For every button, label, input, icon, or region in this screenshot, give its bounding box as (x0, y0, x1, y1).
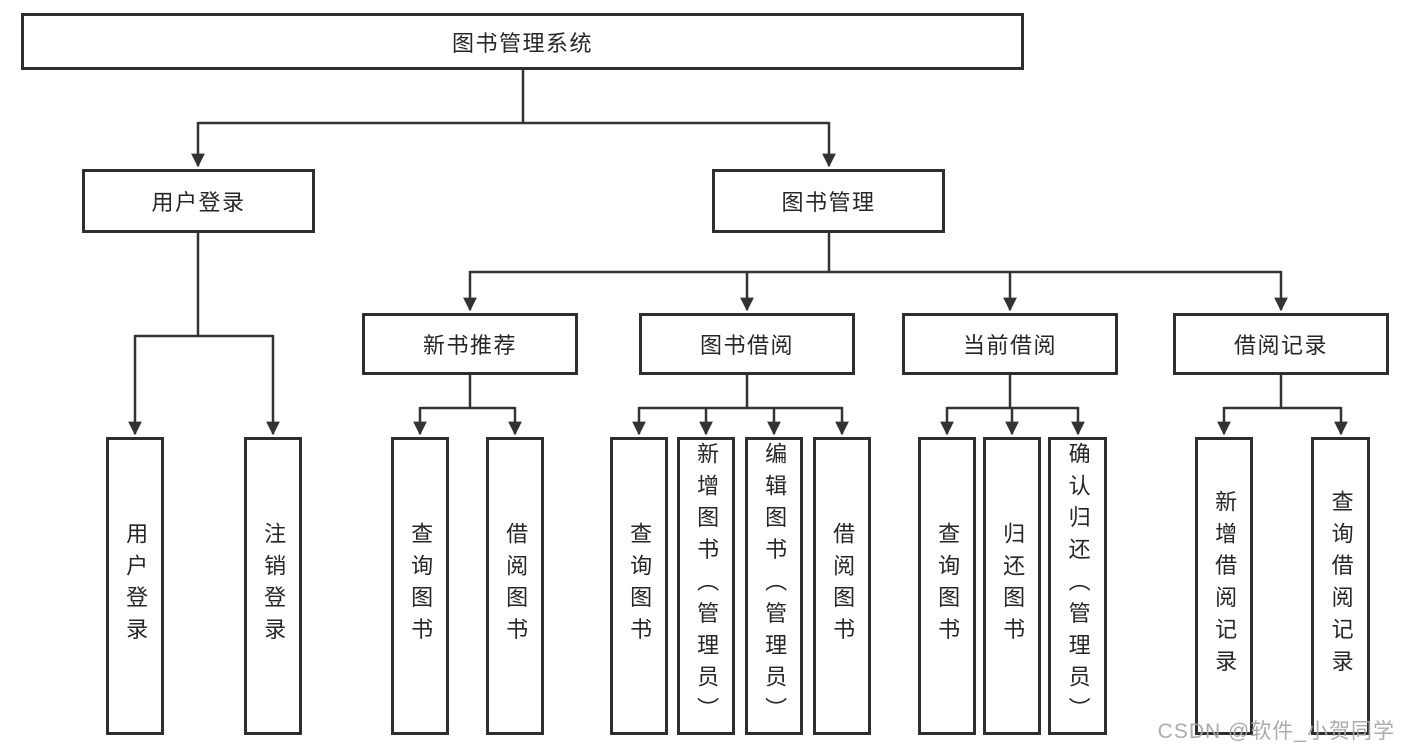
leaf-borrow-books-borrowing: 借阅图书 (813, 437, 871, 735)
node-label: 用户登录 (151, 190, 246, 215)
node-label: 编辑图书（管理员） (762, 442, 788, 730)
leaf-return-book: 归还图书 (983, 437, 1041, 735)
node-label: 新增图书（管理员） (694, 442, 720, 730)
node-book-management: 图书管理 (712, 169, 945, 233)
node-label: 当前借阅 (962, 333, 1057, 358)
node-current-borrowing: 当前借阅 (902, 313, 1118, 375)
node-label: 图书管理 (781, 190, 876, 215)
node-library-management-system: 图书管理系统 (21, 13, 1024, 70)
connector-book-management (463, 233, 1288, 312)
leaf-logout: 注销登录 (244, 437, 302, 735)
connector-user-login (128, 233, 280, 436)
leaf-query-borrow-record: 查询借阅记录 (1311, 437, 1370, 735)
node-label: 新书推荐 (422, 333, 517, 358)
node-label: 注销登录 (261, 522, 287, 650)
leaf-query-books-current: 查询图书 (918, 437, 976, 735)
node-label: 图书管理系统 (451, 30, 593, 56)
connector-book-borrowing (632, 375, 849, 436)
node-label: 新增借阅记录 (1212, 490, 1238, 682)
leaf-query-books-recommend: 查询图书 (391, 437, 449, 735)
leaf-borrow-books-recommend: 借阅图书 (486, 437, 544, 735)
node-book-borrowing: 图书借阅 (639, 313, 855, 375)
node-label: 查询图书 (408, 522, 434, 650)
node-label: 查询借阅记录 (1328, 490, 1354, 682)
leaf-confirm-return-admin: 确认归还（管理员） (1048, 437, 1107, 735)
node-user-login: 用户登录 (82, 169, 315, 233)
node-label: 借阅图书 (503, 522, 529, 650)
leaf-query-books-borrowing: 查询图书 (610, 437, 668, 735)
leaf-add-book-admin: 新增图书（管理员） (677, 437, 735, 735)
leaf-add-borrow-record: 新增借阅记录 (1195, 437, 1253, 735)
connector-current-borrowing (940, 375, 1085, 436)
node-label: 查询图书 (935, 522, 961, 650)
node-label: 用户登录 (123, 522, 149, 650)
node-label: 查询图书 (627, 522, 653, 650)
leaf-user-login: 用户登录 (106, 437, 164, 735)
node-label: 确认归还（管理员） (1065, 442, 1091, 730)
node-label: 借阅记录 (1233, 333, 1328, 358)
csdn-watermark: CSDN @软件_小贺同学 (1157, 720, 1395, 743)
node-borrowing-records: 借阅记录 (1173, 313, 1389, 375)
connector-borrowing-records (1217, 375, 1348, 436)
connector-root (191, 70, 836, 168)
connector-new-book-recommendation (413, 375, 522, 436)
node-label: 借阅图书 (830, 522, 856, 650)
node-label: 归还图书 (1000, 522, 1026, 650)
leaf-edit-book-admin: 编辑图书（管理员） (745, 437, 803, 735)
node-label: 图书借阅 (699, 333, 794, 358)
node-new-book-recommendation: 新书推荐 (362, 313, 578, 375)
